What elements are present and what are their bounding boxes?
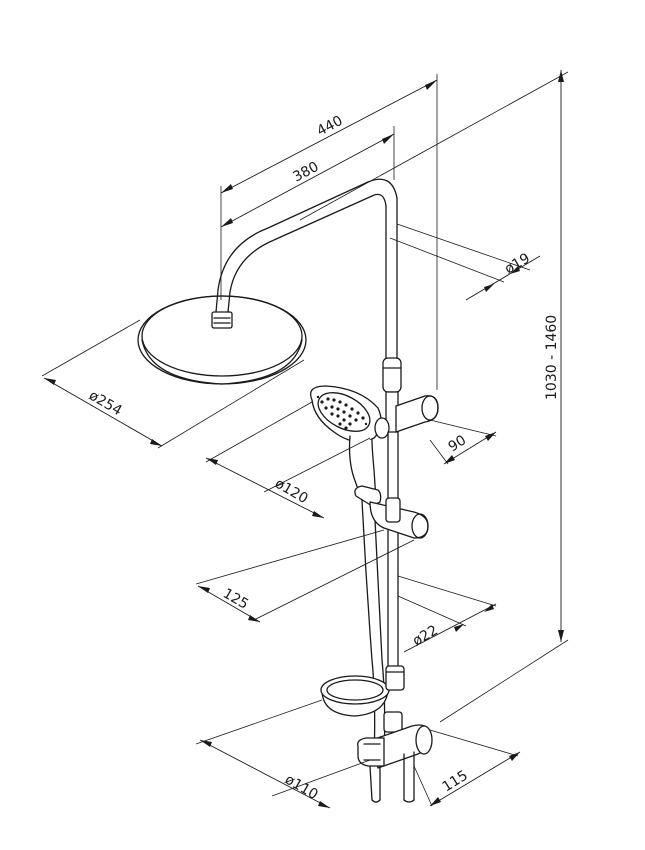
dim-hand-120-label: ø120 <box>272 476 311 508</box>
extension-lines-top <box>220 74 438 390</box>
dim-pipe-19-label: ø19 <box>502 250 533 277</box>
nozzle-pattern <box>316 395 368 430</box>
hand-shower-holder <box>354 485 429 539</box>
dim-dish-110: ø110 <box>195 699 371 809</box>
slide-rail <box>387 431 399 677</box>
dim-440: 440 <box>220 79 438 194</box>
shower-arm <box>215 178 398 313</box>
dim-slider-125: 125 <box>195 529 415 623</box>
dim-offset-90: 90 <box>429 419 497 465</box>
thermostatic-mixer <box>357 711 433 803</box>
dim-pipe-19: ø19 <box>389 223 541 301</box>
dim-hand-120: ø120 <box>205 401 371 519</box>
dim-head-254-label: ø254 <box>86 388 125 420</box>
soap-dish <box>320 665 405 717</box>
upper-clamp <box>382 357 402 393</box>
dim-dish-110-label: ø110 <box>282 772 321 804</box>
wall-bracket-upper <box>385 391 439 433</box>
extension-lines-height <box>299 71 569 723</box>
shower-hose <box>361 499 386 761</box>
dim-height: 1030 - 1460 <box>544 70 564 642</box>
dim-rail-22: ø22 <box>397 575 497 653</box>
dim-rail-22-label: ø22 <box>410 622 441 649</box>
dim-height-label: 1030 - 1460 <box>544 315 560 400</box>
rain-shower-head <box>137 295 307 385</box>
vertical-pipe-upper <box>385 197 398 361</box>
dim-slider-125-label: 125 <box>220 586 251 613</box>
hand-shower <box>309 385 390 501</box>
dim-offset-90-label: 90 <box>446 432 470 455</box>
